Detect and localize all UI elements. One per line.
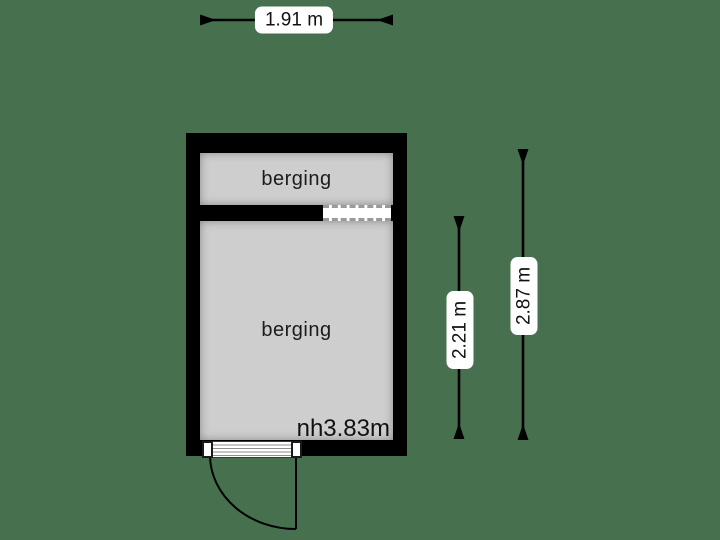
dimension-label-width: 1.91 m [254, 6, 334, 34]
door-post-left [202, 441, 213, 458]
room-storage-main: berging nh3.83m [200, 221, 393, 442]
interior-wall-opening [323, 205, 391, 221]
door-swing-arc [209, 455, 297, 530]
building-outline: berging berging nh3.83m [186, 133, 407, 458]
door-threshold-stripes [213, 441, 291, 458]
room-label: berging [261, 319, 332, 341]
room-label: berging [261, 167, 332, 190]
dimension-label-room-height: 2.21 m [446, 290, 474, 370]
dimension-label-outer-height: 2.87 m [510, 256, 538, 336]
entry-door-threshold [202, 441, 302, 458]
ceiling-height-annotation: nh3.83m [296, 415, 390, 442]
door-post-right [291, 441, 302, 458]
room-storage-top: berging [200, 153, 393, 205]
